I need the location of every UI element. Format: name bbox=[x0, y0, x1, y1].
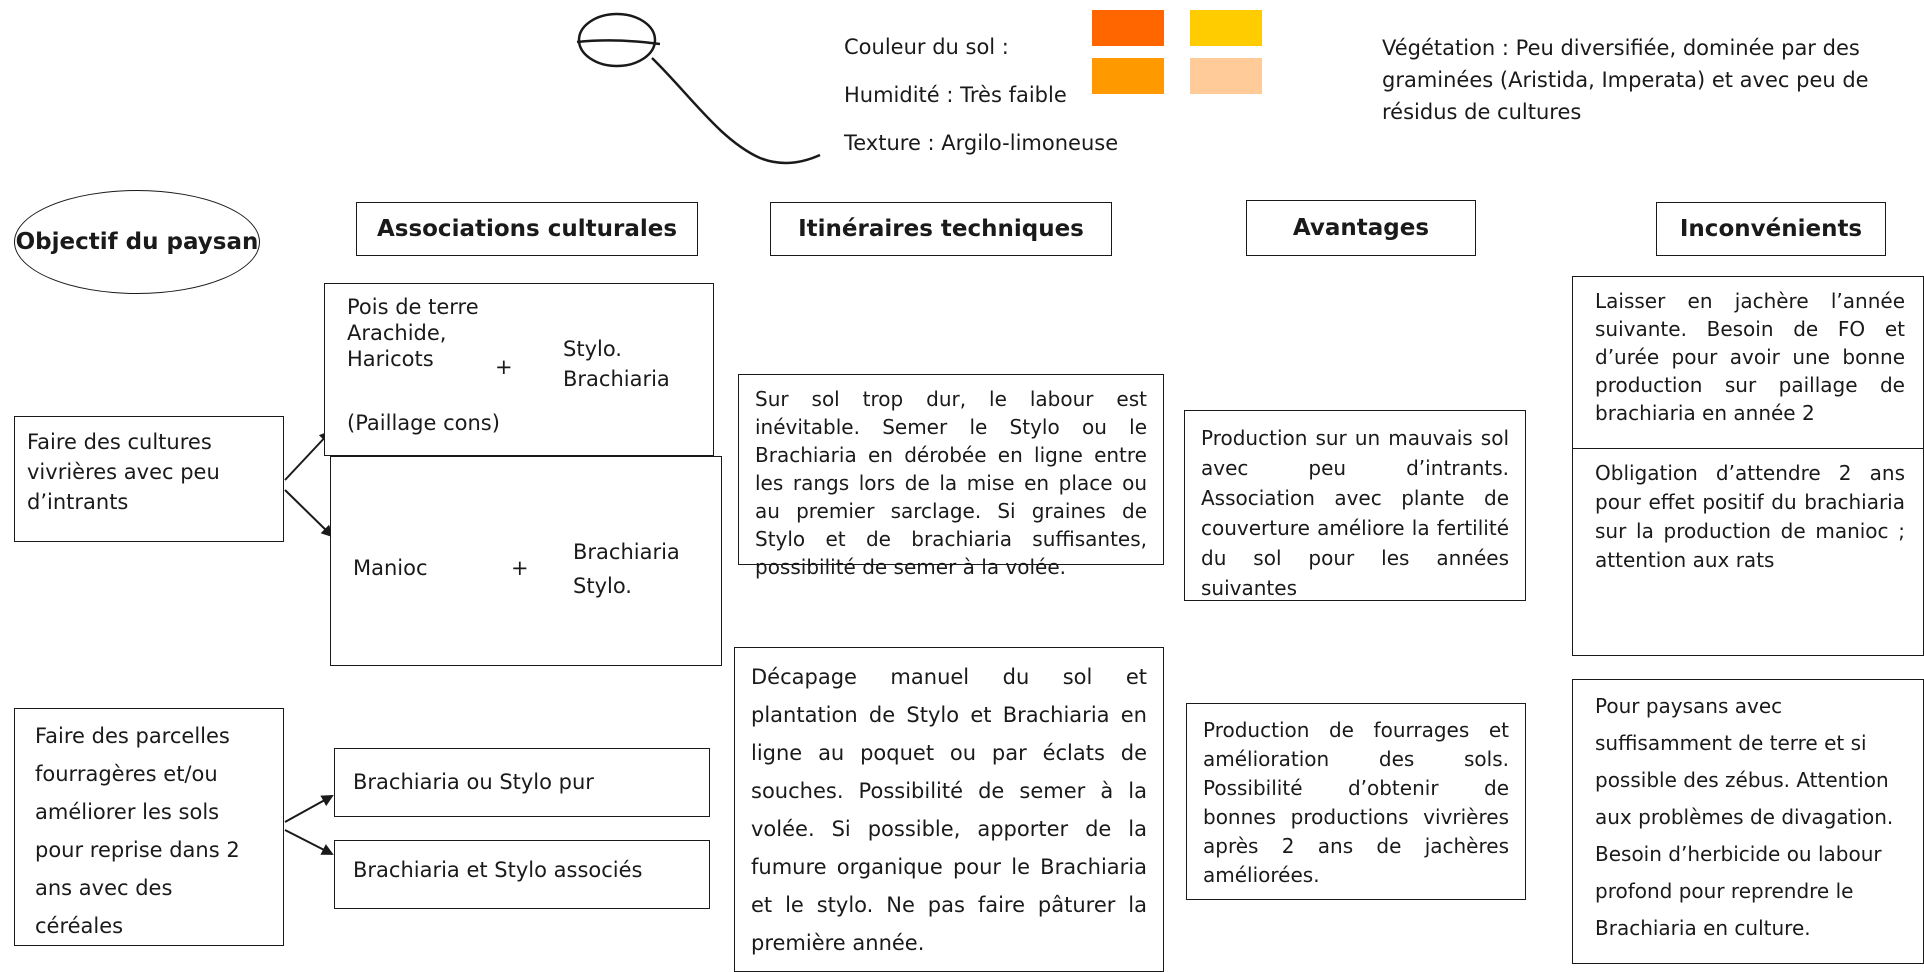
disadvantage-food-crops-1: Laisser en jachère l’année suivante. Bes… bbox=[1572, 276, 1924, 473]
soil-color-swatch bbox=[1092, 10, 1164, 46]
association-cassava: Manioc bbox=[353, 556, 428, 580]
header-itineraries: Itinéraires techniques bbox=[770, 202, 1112, 256]
arrow-to-association-3 bbox=[284, 795, 334, 823]
disadvantage-forage: Pour paysans avec suffisamment de terre … bbox=[1572, 679, 1924, 964]
objective-food-crops: Faire des cultures vivrières avec peu d’… bbox=[14, 416, 284, 542]
humidity-label: Humidité : Très faible bbox=[844, 83, 1067, 107]
plus-sign: + bbox=[495, 355, 513, 379]
itinerary-food-crops: Sur sol trop dur, le labour est inévitab… bbox=[738, 374, 1164, 579]
arrow-to-association-1 bbox=[284, 430, 332, 481]
association-cassava-box: Manioc + Brachiaria Stylo. bbox=[330, 456, 722, 666]
header-disadvantages: Inconvénients bbox=[1656, 202, 1886, 256]
plus-sign: + bbox=[511, 556, 529, 580]
soil-color-label: Couleur du sol : bbox=[844, 35, 1009, 59]
association-cover-plants: Brachiaria Stylo. bbox=[573, 540, 680, 598]
soil-color-swatch bbox=[1190, 10, 1262, 46]
soil-color-swatch bbox=[1092, 58, 1164, 94]
advantage-forage: Production de fourrages et amélioration … bbox=[1186, 703, 1526, 900]
association-mixed: Brachiaria et Stylo associés bbox=[334, 840, 710, 909]
soil-color-swatch bbox=[1190, 58, 1262, 94]
disadvantage-food-crops-2: Obligation d’attendre 2 ans pour effet p… bbox=[1572, 448, 1924, 656]
association-legume-crops: Pois de terre Arachide, Haricots bbox=[347, 295, 479, 371]
association-mulch-note: (Paillage cons) bbox=[347, 411, 500, 435]
header-associations: Associations culturales bbox=[356, 202, 698, 256]
header-advantages: Avantages bbox=[1246, 200, 1476, 256]
association-legumes-box: Pois de terre Arachide, Haricots + (Pail… bbox=[324, 283, 714, 456]
objective-forage: Faire des parcelles fourragères et/ou am… bbox=[14, 708, 284, 946]
association-pure: Brachiaria ou Stylo pur bbox=[334, 748, 710, 817]
vegetation-text: Végétation : Peu diversifiée, dominée pa… bbox=[1382, 36, 1869, 124]
texture-label: Texture : Argilo-limoneuse bbox=[844, 131, 1119, 155]
arrow-to-association-2 bbox=[284, 489, 334, 538]
arrow-to-association-4 bbox=[284, 829, 334, 855]
itinerary-forage: Décapage manuel du sol et plantation de … bbox=[734, 647, 1164, 972]
advantage-food-crops: Production sur un mauvais sol avec peu d… bbox=[1184, 410, 1526, 601]
association-cover-plants: Stylo. Brachiaria bbox=[563, 337, 670, 391]
header-objective: Objectif du paysan bbox=[14, 190, 260, 294]
scribble-icon bbox=[576, 12, 821, 165]
